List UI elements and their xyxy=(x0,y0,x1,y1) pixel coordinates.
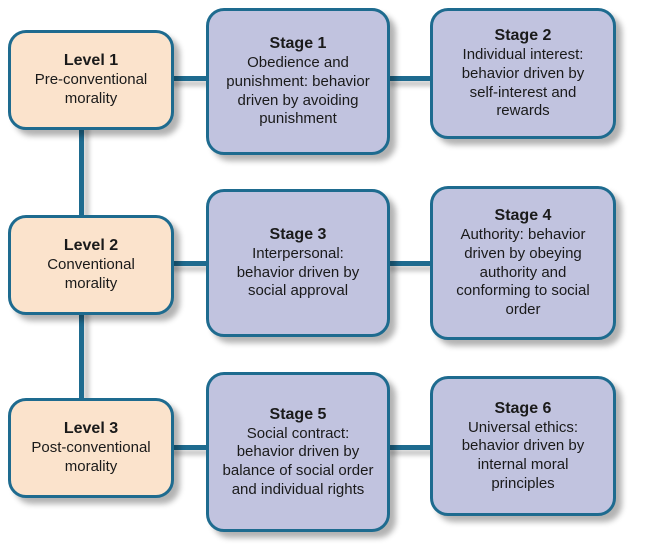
connector-stage5-stage6 xyxy=(384,445,436,450)
stage5-title: Stage 5 xyxy=(269,405,327,423)
level1-box: Level 1 Pre-conventional morality xyxy=(8,30,174,130)
stage5-box: Stage 5 Social contract: behavior driven… xyxy=(206,372,390,532)
stage3-body: Interpersonal: behavior driven by social… xyxy=(236,244,360,300)
stage6-body: Universal ethics: behavior driven by int… xyxy=(461,418,585,492)
connector-level2-stage3 xyxy=(166,261,214,266)
stage6-title: Stage 6 xyxy=(494,399,552,417)
level1-title: Level 1 xyxy=(63,52,119,70)
stage2-box: Stage 2 Individual interest: behavior dr… xyxy=(430,8,616,139)
level3-box: Level 3 Post-conventional morality xyxy=(8,398,174,498)
stage1-title: Stage 1 xyxy=(269,35,327,52)
connector-level3-stage5 xyxy=(166,445,214,450)
level2-body: Conventional morality xyxy=(47,256,135,292)
stage2-title: Stage 2 xyxy=(494,27,552,44)
stage6-box: Stage 6 Universal ethics: behavior drive… xyxy=(430,376,616,516)
connector-level1-stage1 xyxy=(166,76,214,81)
stage1-body: Obedience and punishment: behavior drive… xyxy=(226,54,370,128)
stage1-box: Stage 1 Obedience and punishment: behavi… xyxy=(206,8,390,155)
stage4-box: Stage 4 Authority: behavior driven by ob… xyxy=(430,186,616,340)
stage4-body: Authority: behavior driven by obeying au… xyxy=(456,226,590,319)
stage2-body: Individual interest: behavior driven by … xyxy=(461,46,585,120)
level3-body: Post-conventional morality xyxy=(31,439,151,475)
stage3-title: Stage 3 xyxy=(269,225,327,243)
level1-body: Pre-conventional morality xyxy=(34,71,148,107)
stage5-body: Social contract: behavior driven by bala… xyxy=(222,424,374,498)
stage4-title: Stage 4 xyxy=(494,207,552,225)
connector-stage1-stage2 xyxy=(384,76,436,81)
level3-title: Level 3 xyxy=(63,420,119,438)
connector-stage3-stage4 xyxy=(384,261,436,266)
level2-title: Level 2 xyxy=(63,237,119,255)
level2-box: Level 2 Conventional morality xyxy=(8,215,174,315)
stage3-box: Stage 3 Interpersonal: behavior driven b… xyxy=(206,189,390,337)
